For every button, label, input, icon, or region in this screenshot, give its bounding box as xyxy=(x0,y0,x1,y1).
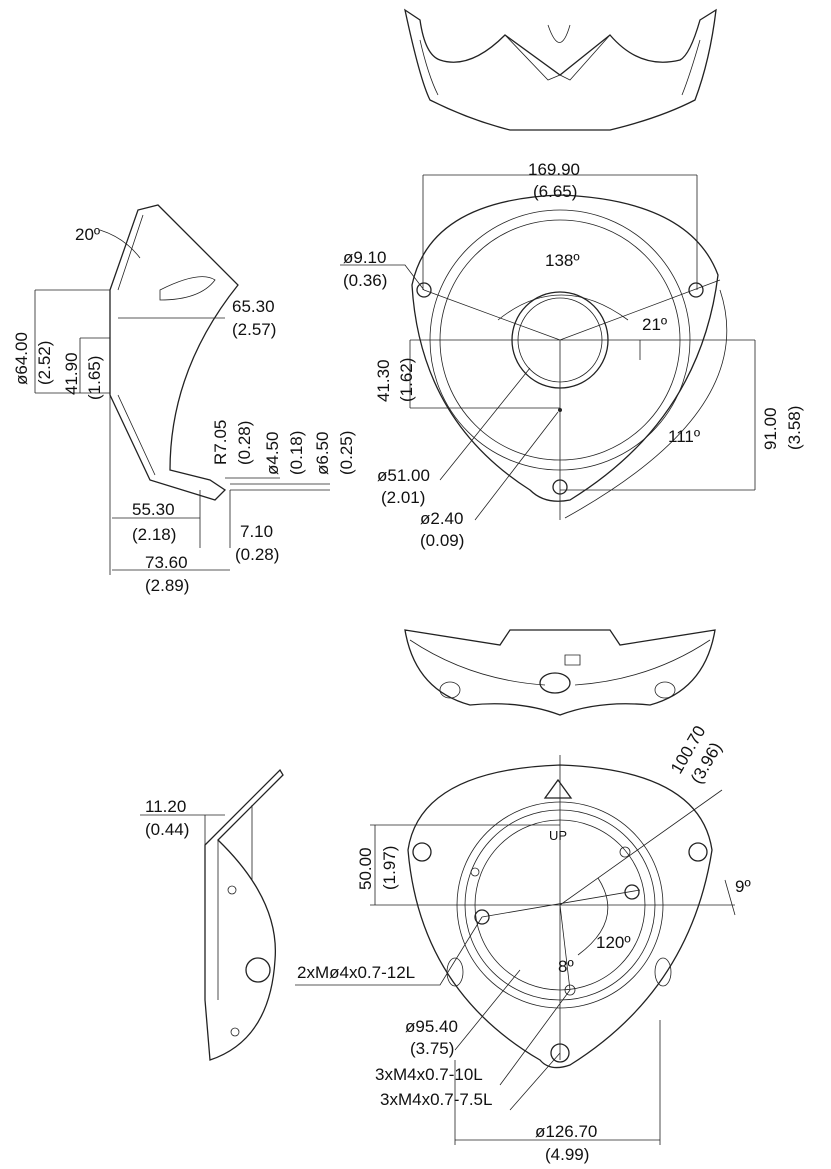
dim-width-inner: 55.30 xyxy=(132,500,175,519)
dim-radius-in: (0.28) xyxy=(235,421,254,465)
dim-depth: 65.30 xyxy=(232,297,275,316)
dim-width-in: (6.65) xyxy=(533,182,577,201)
dim-flange: 11.20 xyxy=(145,797,186,816)
angle-small: 21º xyxy=(642,315,667,334)
dim-width-inner-in: (2.18) xyxy=(132,525,176,544)
angle-side: 111º xyxy=(668,427,700,446)
angle-small-b: 8º xyxy=(558,957,574,976)
dim-hole-dia: ø9.10 xyxy=(343,248,386,267)
angle-holes: 120º xyxy=(596,933,631,952)
dim-offset-b: 50.00 xyxy=(356,847,375,890)
dim-dia-small-in: (0.18) xyxy=(287,431,306,475)
dim-height-inner: 41.90 xyxy=(62,352,81,395)
dim-dia-med: ø6.50 xyxy=(313,432,332,475)
dim-lip-in: (0.28) xyxy=(235,545,279,564)
thread-label-a: 2xMø4x0.7-12L xyxy=(297,963,415,982)
dim-width-total: 73.60 xyxy=(145,553,188,572)
bottom-view xyxy=(295,755,736,1145)
dim-dia-med-in: (0.25) xyxy=(337,431,356,475)
top-view xyxy=(340,174,756,521)
dim-dia-outer: ø64.00 xyxy=(12,332,31,385)
dim-offset-in: (1.62) xyxy=(397,358,416,402)
dim-circle-dia-in: (3.75) xyxy=(410,1039,454,1058)
dim-height: 91.00 xyxy=(761,407,780,450)
dim-center-dia-in: (2.01) xyxy=(381,488,425,507)
dim-depth-in: (2.57) xyxy=(232,320,276,339)
side-view-bottom xyxy=(140,768,284,1061)
perspective-view-bottom xyxy=(404,629,716,716)
angle-label: 20º xyxy=(75,225,100,244)
dim-height-in: (3.58) xyxy=(785,406,804,450)
dim-base-dia: ø126.70 xyxy=(535,1122,597,1141)
side-view-top xyxy=(34,204,330,575)
dim-hole-dia-in: (0.36) xyxy=(343,271,387,290)
angle-tilt: 9º xyxy=(735,877,751,896)
dim-height-inner-in: (1.65) xyxy=(85,356,104,400)
thread-label-b: 3xM4x0.7-10L xyxy=(375,1065,483,1084)
dim-width-total-in: (2.89) xyxy=(145,576,189,595)
dim-center-dia: ø51.00 xyxy=(377,466,430,485)
angle-main: 138º xyxy=(545,251,580,270)
perspective-view-top xyxy=(404,8,717,131)
dim-offset: 41.30 xyxy=(374,359,393,402)
dim-pin-dia-in: (0.09) xyxy=(420,531,464,550)
dim-radius: R7.05 xyxy=(211,420,230,465)
dim-lip: 7.10 xyxy=(240,522,273,541)
up-mark: UP xyxy=(549,828,567,843)
dim-width: 169.90 xyxy=(528,160,580,179)
dim-flange-in: (0.44) xyxy=(145,820,189,839)
dim-dia-outer-in: (2.52) xyxy=(35,341,54,385)
thread-label-c: 3xM4x0.7-7.5L xyxy=(380,1090,492,1109)
dim-base-dia-in: (4.99) xyxy=(545,1145,589,1164)
dim-pin-dia: ø2.40 xyxy=(420,509,463,528)
dim-dia-small: ø4.50 xyxy=(263,432,282,475)
dim-circle-dia: ø95.40 xyxy=(405,1017,458,1036)
dim-offset-b-in: (1.97) xyxy=(380,846,399,890)
